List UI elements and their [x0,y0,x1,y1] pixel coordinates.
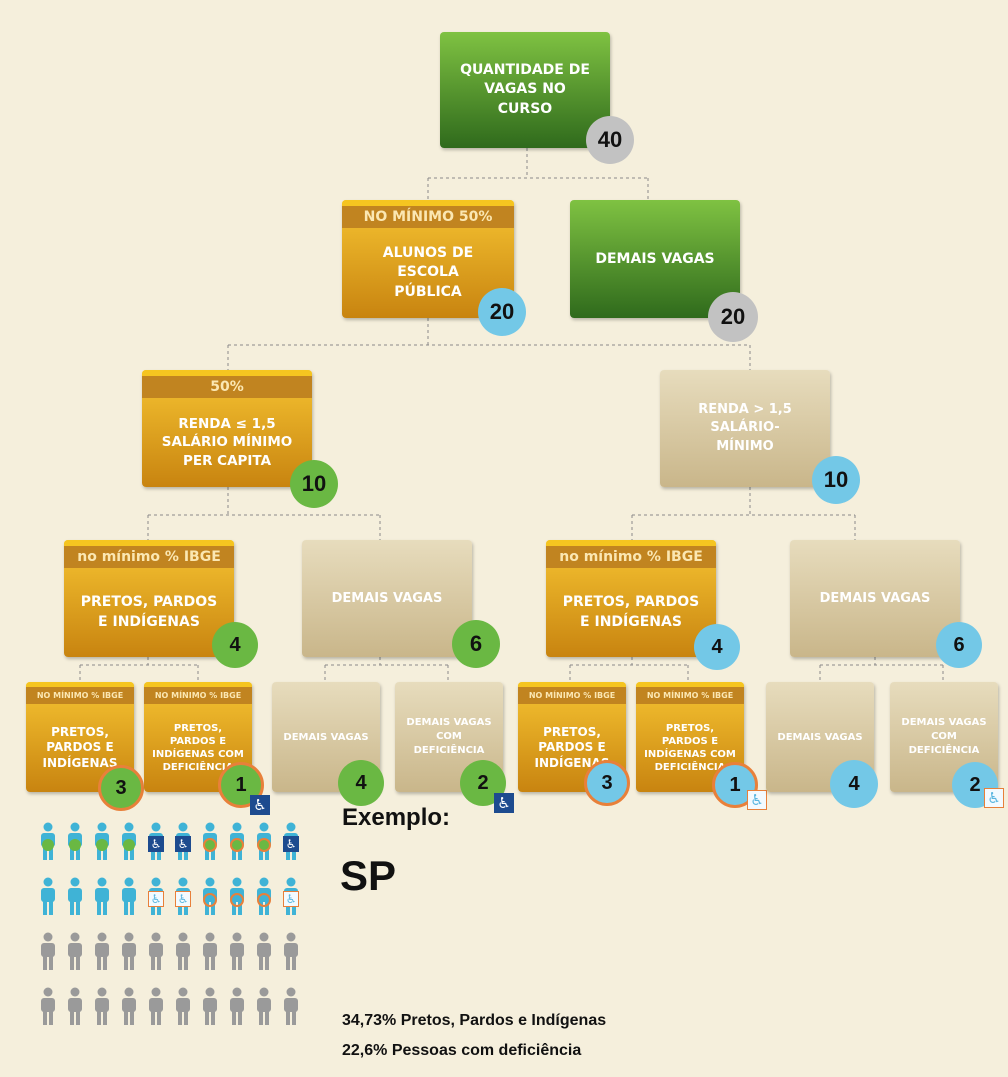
renda-alta-box: RENDA > 1,5 SALÁRIO-MÍNIMO [660,370,830,487]
ppi-alta-band: no mínimo % IBGE [546,540,716,568]
wheelchair-icon: ♿ [175,891,191,907]
person-icon [176,987,190,1025]
person-icon [41,987,55,1025]
escola-publica-count: 20 [478,288,526,336]
person-icon [122,987,136,1025]
demais-vagas-top-count: 20 [708,292,758,342]
ppi-baixa-band: no mínimo % IBGE [64,540,234,568]
leaf-demais-def-baixa-label: DEMAIS VAGAS COM DEFICIÊNCIA [406,717,492,756]
leaf-demais-baixa-count: 4 [338,760,384,806]
person-icon [230,932,244,970]
ppi-deficiencia-marker-icon [257,838,271,852]
wheelchair-icon: ♿ [283,891,299,907]
leaf-demais-baixa-label: DEMAIS VAGAS [283,731,369,743]
person-icon [68,877,82,915]
person-icon [176,932,190,970]
wheelchair-icon: ♿ [250,795,270,815]
example-stat-ppi: 34,73% Pretos, Pardos e Indígenas [342,1012,607,1029]
escola-publica-band: NO MÍNIMO 50% [342,200,514,228]
leaf-ppi-baixa-label: PRETOS, PARDOS E INDÍGENAS [42,724,118,770]
ppi-marker-icon [42,839,54,851]
demais-alta-box: DEMAIS VAGAS [790,540,960,657]
leaf-ppi-def-alta-band: NO MÍNIMO % IBGE [636,682,744,704]
renda-baixa-count: 10 [290,460,338,508]
leaf-demais-def-alta-label: DEMAIS VAGAS COM DEFICIÊNCIA [901,717,987,756]
example-stat-deficiencia: 22,6% Pessoas com deficiência [342,1042,582,1059]
wheelchair-icon: ♿ [747,790,767,810]
total-vagas-label: QUANTIDADE DE VAGAS NO CURSO [460,61,590,117]
wheelchair-icon: ♿ [494,793,514,813]
person-icon [122,932,136,970]
wheelchair-icon: ♿ [175,836,191,852]
person-icon [41,932,55,970]
leaf-ppi-def-alta-label: PRETOS, PARDOS E INDÍGENAS COM DEFICIÊNC… [644,723,736,773]
ppi-deficiencia-marker-icon [203,838,217,852]
demais-vagas-top-label: DEMAIS VAGAS [595,251,715,267]
example-state: SP [340,852,397,899]
ppi-alta-box: no mínimo % IBGE PRETOS, PARDOS E INDÍGE… [546,540,716,657]
person-icon [149,932,163,970]
person-icon [68,932,82,970]
ppi-deficiencia-marker-icon [230,838,244,852]
renda-alta-count: 10 [812,456,860,504]
leaf-ppi-alta-label: PRETOS, PARDOS E INDÍGENAS [534,724,610,770]
person-icon [122,877,136,915]
demais-baixa-count: 6 [452,620,500,668]
person-icon [203,987,217,1025]
escola-publica-label: ALUNOS DE ESCOLA PÚBLICA [382,244,474,300]
person-icon [68,987,82,1025]
leaf-ppi-def-baixa-label: PRETOS, PARDOS E INDÍGENAS COM DEFICIÊNC… [152,723,244,773]
leaf-ppi-baixa-count: 3 [98,765,144,811]
ppi-deficiencia-marker-icon [230,893,244,907]
demais-alta-count: 6 [936,622,982,668]
ppi-deficiencia-marker-icon [203,893,217,907]
wheelchair-icon: ♿ [984,788,1004,808]
leaf-demais-alta-label: DEMAIS VAGAS [777,731,863,743]
demais-alta-label: DEMAIS VAGAS [819,591,931,606]
leaf-ppi-def-baixa-band: NO MÍNIMO % IBGE [144,682,252,704]
person-icon [284,987,298,1025]
person-icon [149,987,163,1025]
ppi-alta-count: 4 [694,624,740,670]
person-icon [284,932,298,970]
leaf-demais-alta-count: 4 [830,760,878,808]
person-icon [203,932,217,970]
leaf-ppi-alta-box: NO MÍNIMO % IBGE PRETOS, PARDOS E INDÍGE… [518,682,626,792]
ppi-marker-icon [69,839,81,851]
person-icon [95,932,109,970]
person-icon [257,987,271,1025]
renda-baixa-box: 50% RENDA ≤ 1,5 SALÁRIO MÍNIMO PER CAPIT… [142,370,312,487]
total-vagas-count: 40 [586,116,634,164]
wheelchair-icon: ♿ [148,836,164,852]
person-icon [95,877,109,915]
ppi-baixa-label: PRETOS, PARDOS E INDÍGENAS [80,593,218,630]
total-vagas-box: QUANTIDADE DE VAGAS NO CURSO [440,32,610,148]
person-icon [230,987,244,1025]
wheelchair-icon: ♿ [148,891,164,907]
person-icon [257,932,271,970]
ppi-marker-icon [123,839,135,851]
ppi-alta-label: PRETOS, PARDOS E INDÍGENAS [562,593,700,630]
ppi-deficiencia-marker-icon [257,893,271,907]
renda-baixa-label: RENDA ≤ 1,5 SALÁRIO MÍNIMO PER CAPITA [161,416,293,469]
demais-baixa-label: DEMAIS VAGAS [331,591,443,606]
demais-baixa-box: DEMAIS VAGAS [302,540,472,657]
leaf-ppi-alta-count: 3 [584,760,630,806]
leaf-ppi-alta-band: NO MÍNIMO % IBGE [518,682,626,704]
example-heading: Exemplo: [342,804,451,831]
person-icon [41,877,55,915]
renda-baixa-band: 50% [142,370,312,398]
leaf-ppi-baixa-band: NO MÍNIMO % IBGE [26,682,134,704]
demais-vagas-top-box: DEMAIS VAGAS [570,200,740,318]
renda-alta-label: RENDA > 1,5 SALÁRIO-MÍNIMO [698,402,792,454]
person-icon [95,987,109,1025]
ppi-baixa-box: no mínimo % IBGE PRETOS, PARDOS E INDÍGE… [64,540,234,657]
leaf-demais-def-baixa-count: 2 [460,760,506,806]
ppi-marker-icon [96,839,108,851]
wheelchair-icon: ♿ [283,836,299,852]
people-grid: ♿ ♿ ♿ ♿ ♿ ♿ [38,822,308,1052]
ppi-baixa-count: 4 [212,622,258,668]
